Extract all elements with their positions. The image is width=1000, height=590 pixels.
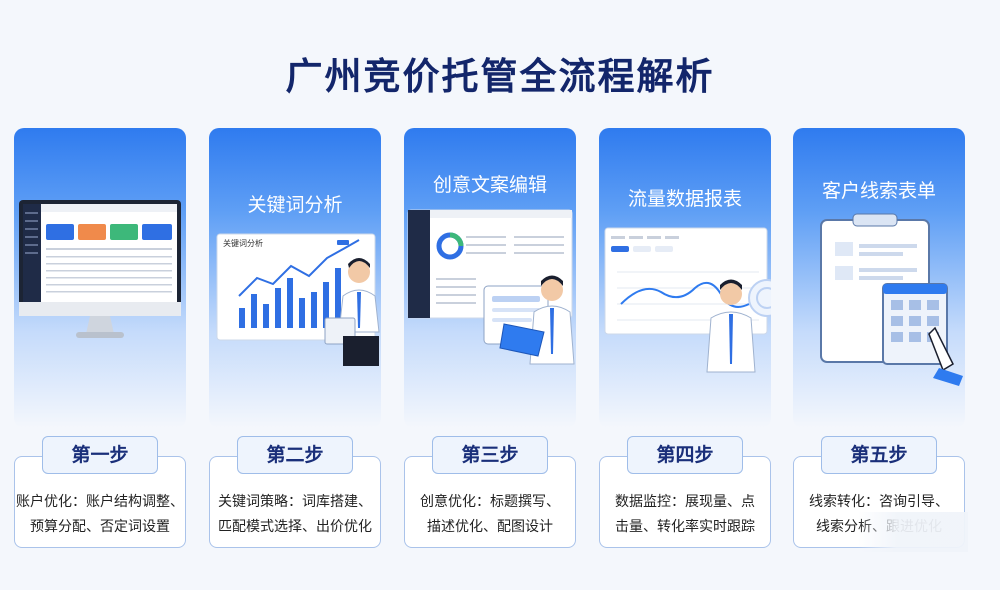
step-card-2: 关键词分析 关键词分析 [209,128,381,428]
step-badge-5: 第五步 [821,436,937,474]
card-label: 创意文案编辑 [432,174,547,196]
step-description-2: 关键词策略：词库搭建、 匹配模式选择、出价优化 [209,490,381,540]
monitor-dashboard-illustration [19,200,181,338]
chart-caption: 关键词分析 [223,238,263,248]
card-label: 流量数据报表 [627,188,742,210]
step-description-1: 账户优化：账户结构调整、 预算分配、否定词设置 [14,490,186,540]
description-line: 预算分配、否定词设置 [30,519,170,535]
bar-series [239,268,341,328]
step-card-1 [14,128,186,428]
card-label: 关键词分析 [247,194,343,216]
step-badge-1: 第一步 [42,436,158,474]
page-title: 广州竞价托管全流程解析 [285,55,715,98]
step-card-5: 客户线索表单 [793,128,965,428]
description-line: 账户优化：账户结构调整、 [16,494,184,510]
description-line: 数据监控：展现量、点 [615,494,755,510]
step-card-4: 流量数据报表 [599,128,771,428]
description-line: 创意优化：标题撰写、 [420,494,560,510]
description-line: 匹配模式选择、出价优化 [218,519,372,535]
step-description-4: 数据监控：展现量、点 击量、转化率实时跟踪 [599,490,771,540]
description-line: 关键词策略：词库搭建、 [218,494,372,510]
step-description-3: 创意优化：标题撰写、 描述优化、配图设计 [404,490,576,540]
creative-editing-illustration [407,209,575,365]
description-line: 描述优化、配图设计 [427,519,553,535]
step-badge-2: 第二步 [237,436,353,474]
keyword-chart-illustration: 关键词分析 [216,233,380,366]
description-line: 线索转化：咨询引导、 [809,494,949,510]
step-badge-4: 第四步 [627,436,743,474]
watermark-blur [858,512,968,552]
card-label: 客户线索表单 [821,180,936,202]
step-card-3: 创意文案编辑 [404,128,576,428]
lead-form-illustration [820,213,963,386]
traffic-report-illustration [604,227,771,373]
description-line: 击量、转化率实时跟踪 [615,519,755,535]
step-badge-3: 第三步 [432,436,548,474]
